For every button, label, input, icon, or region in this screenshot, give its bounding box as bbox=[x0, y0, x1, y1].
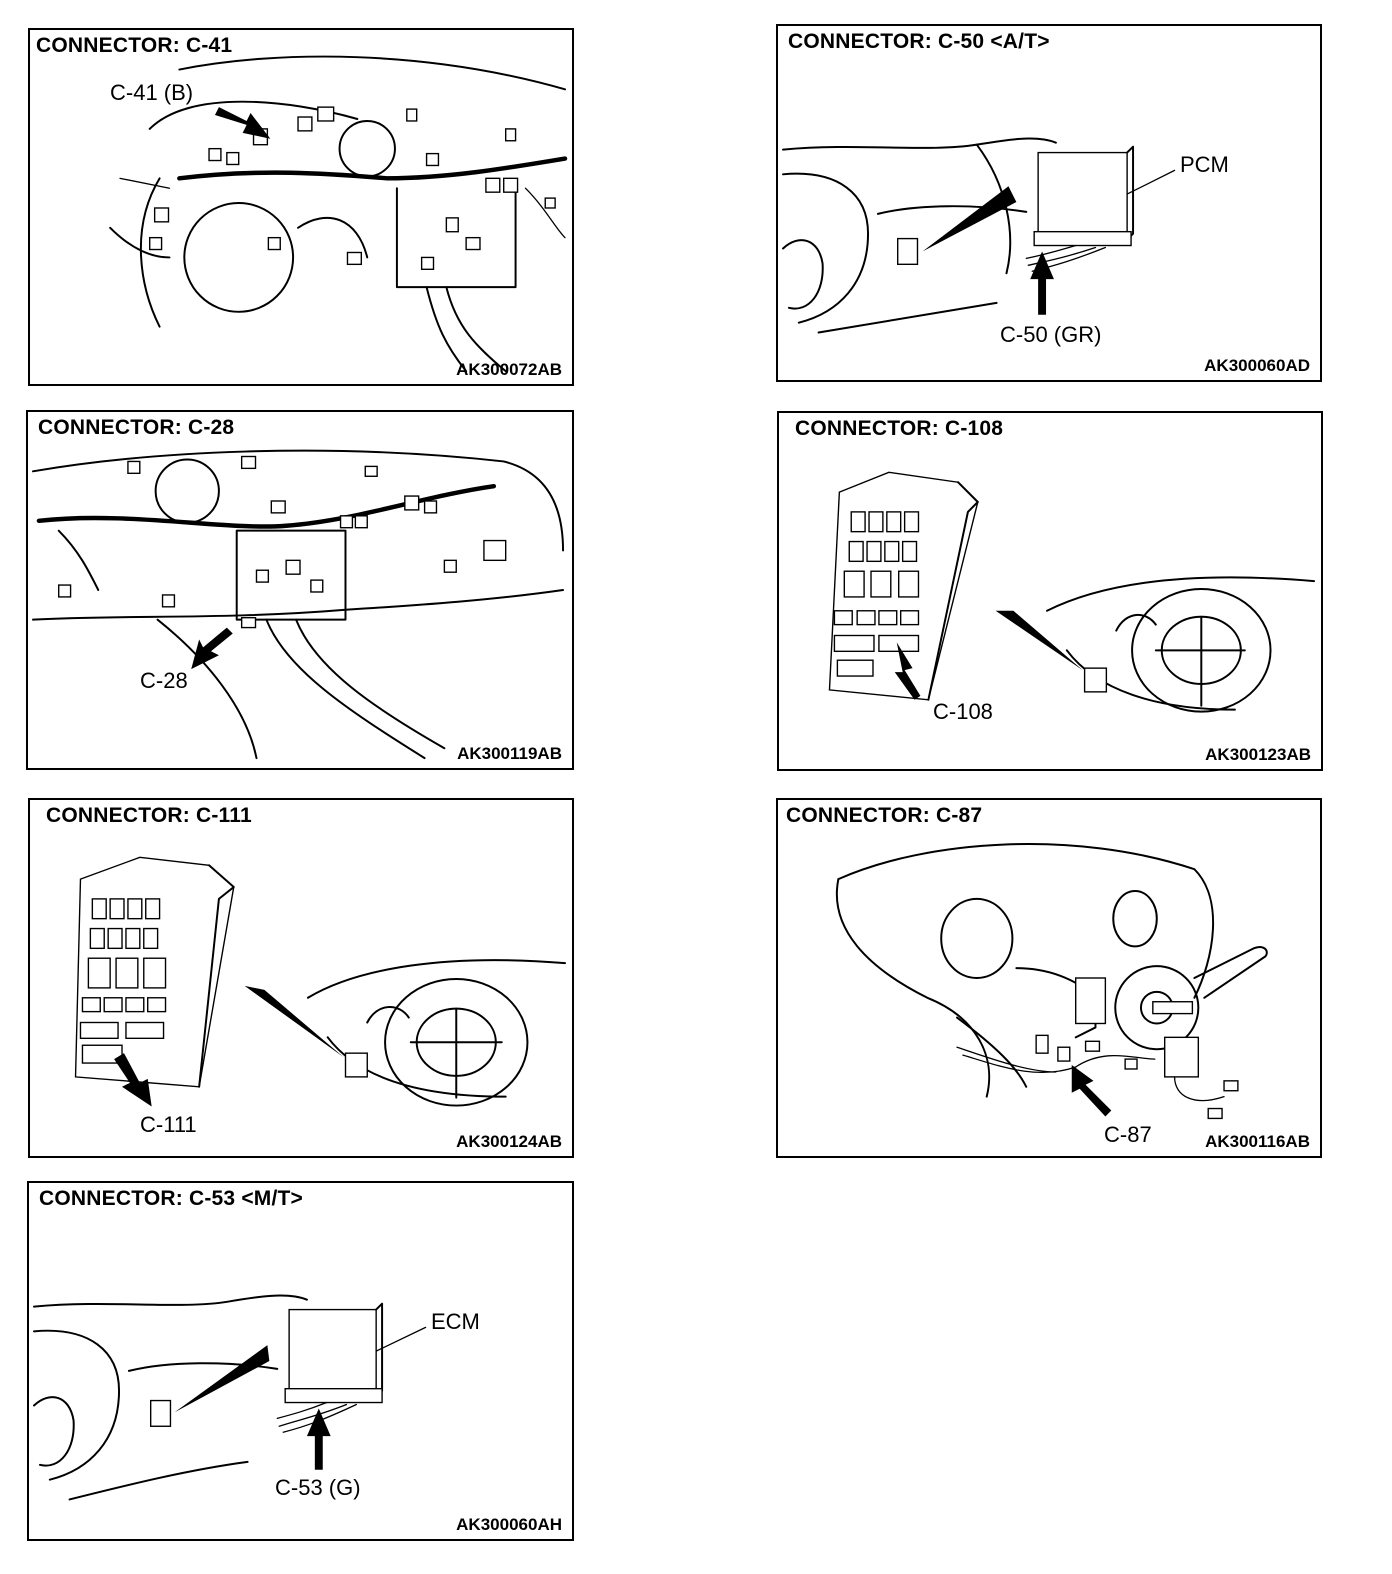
bold-arrow-icon bbox=[1071, 1065, 1112, 1117]
dashboard-harness-illustration-c28 bbox=[32, 449, 565, 760]
panel-title-c50: CONNECTOR: C-50 <A/T> bbox=[788, 30, 1050, 53]
panel-connector-c28: CONNECTOR: C-28 C-28 AK300119AB bbox=[26, 410, 574, 770]
wedge-pointer-icon bbox=[244, 985, 344, 1058]
figure-code-c28: AK300119AB bbox=[457, 744, 562, 763]
panel-connector-c53: CONNECTOR: C-53 <M/T> ECM C-53 (G) AK300… bbox=[27, 1181, 574, 1541]
figure-code-c53: AK300060AH bbox=[456, 1515, 562, 1534]
callout-label-c53: C-53 (G) bbox=[275, 1475, 361, 1500]
wedge-pointer-icon bbox=[995, 610, 1083, 671]
panel-title-c53: CONNECTOR: C-53 <M/T> bbox=[39, 1187, 304, 1210]
panel-title-c111: CONNECTOR: C-111 bbox=[46, 804, 252, 827]
panel-title-c87: CONNECTOR: C-87 bbox=[786, 804, 983, 827]
callout-label-c108: C-108 bbox=[933, 699, 993, 724]
panel-title-c108: CONNECTOR: C-108 bbox=[795, 417, 1004, 440]
panel-connector-c108: CONNECTOR: C-108 C-108 AK300123AB bbox=[777, 411, 1323, 771]
figure-code-c87: AK300116AB bbox=[1205, 1132, 1310, 1151]
junction-block-illustration-c111 bbox=[74, 856, 567, 1107]
ecm-location-illustration-c53 bbox=[33, 1294, 427, 1501]
dashboard-harness-illustration-c41 bbox=[109, 55, 568, 373]
panel-title-c28: CONNECTOR: C-28 bbox=[38, 416, 235, 439]
module-label-ecm: ECM bbox=[431, 1309, 480, 1334]
callout-label-c41: C-41 (B) bbox=[110, 80, 194, 105]
steering-column-illustration-c87 bbox=[836, 843, 1268, 1120]
figure-code-c50: AK300060AD bbox=[1204, 356, 1310, 375]
pcm-location-illustration-c50 bbox=[782, 137, 1176, 334]
bold-arrow-icon bbox=[214, 107, 271, 139]
callout-label-c50: C-50 (GR) bbox=[1000, 322, 1102, 347]
panel-connector-c50: CONNECTOR: C-50 <A/T> PCM C-50 (GR) AK30… bbox=[776, 24, 1322, 382]
module-label-pcm: PCM bbox=[1180, 152, 1229, 177]
bold-arrow-icon bbox=[191, 627, 233, 670]
figure-code-c41: AK300072AB bbox=[456, 360, 562, 379]
bold-arrow-icon bbox=[894, 642, 921, 700]
bold-arrow-icon bbox=[114, 1053, 152, 1107]
wedge-pointer-icon bbox=[922, 186, 1017, 252]
bold-arrow-icon bbox=[306, 1408, 331, 1470]
callout-label-c111: C-111 bbox=[140, 1112, 197, 1137]
wedge-pointer-icon bbox=[174, 1345, 270, 1413]
figure-code-c111: AK300124AB bbox=[456, 1132, 562, 1151]
bold-arrow-icon bbox=[1030, 251, 1054, 315]
junction-block-illustration-c108 bbox=[828, 471, 1316, 713]
panel-title-c41: CONNECTOR: C-41 bbox=[36, 34, 233, 57]
callout-label-c87: C-87 bbox=[1104, 1122, 1152, 1147]
panel-connector-c41: CONNECTOR: C-41 C-41 (B) AK300072AB bbox=[28, 28, 574, 386]
callout-label-c28: C-28 bbox=[140, 668, 188, 693]
figure-code-c108: AK300123AB bbox=[1205, 745, 1311, 764]
panel-connector-c87: CONNECTOR: C-87 C-87 AK300116AB bbox=[776, 798, 1322, 1158]
panel-connector-c111: CONNECTOR: C-111 C-111 AK300124AB bbox=[28, 798, 574, 1158]
